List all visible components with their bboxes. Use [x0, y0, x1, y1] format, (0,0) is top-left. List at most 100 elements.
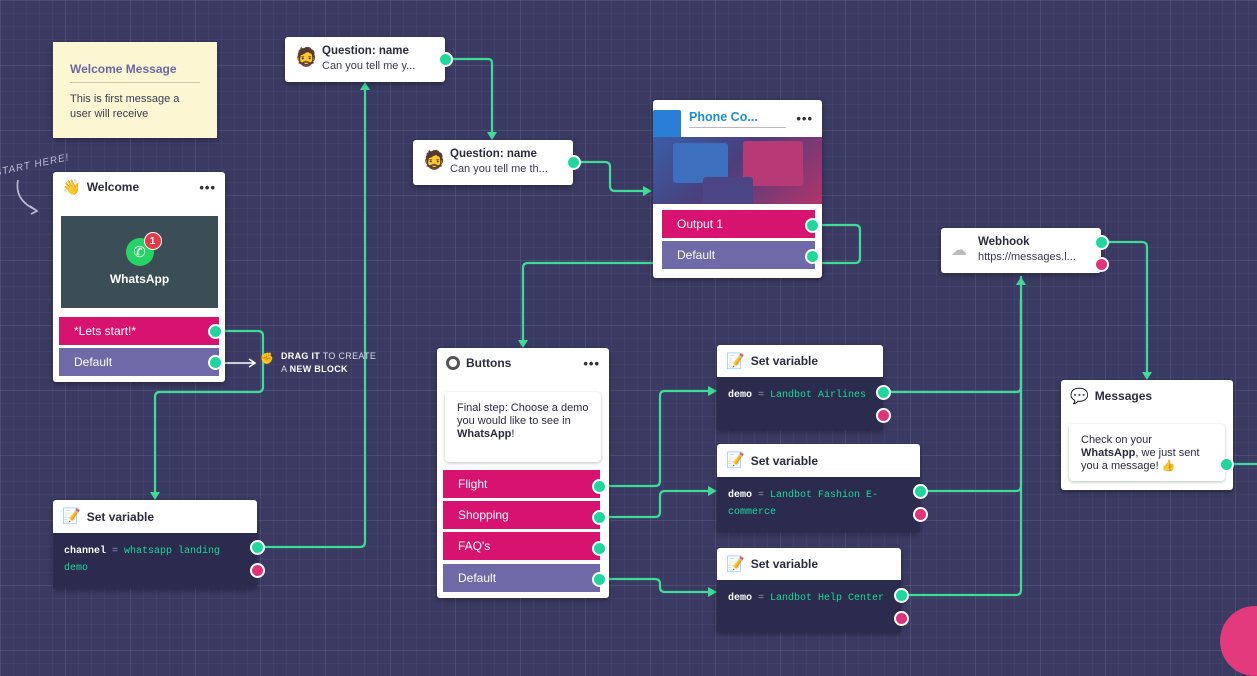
thumbs-up-icon: 👍: [1161, 460, 1176, 472]
output-connector[interactable]: [566, 155, 581, 170]
fail-connector[interactable]: [913, 507, 928, 522]
question-text: Can you tell me th...: [450, 163, 548, 175]
wire-q1-q2: [445, 57, 494, 137]
output-connector[interactable]: [592, 510, 607, 525]
welcome-sticky-note[interactable]: Welcome Message This is first message a …: [53, 42, 217, 138]
wire-phone-buttons: [521, 261, 655, 345]
output-connector[interactable]: [1219, 457, 1234, 472]
output-connector[interactable]: [913, 484, 928, 499]
set-variable-fashion-block[interactable]: 📝 Set variable demo = Landbot Fashion E-…: [717, 444, 920, 532]
option-flight[interactable]: Flight: [443, 470, 600, 498]
output-connector[interactable]: [805, 218, 820, 233]
wire-setvar1-webhook: [883, 276, 1023, 394]
buttons-title: Buttons: [466, 356, 512, 370]
phone-header: Phone Co... •••: [653, 100, 822, 137]
phone-output-1[interactable]: Output 1: [662, 210, 815, 238]
memo-icon: 📝: [726, 452, 745, 469]
option-shopping[interactable]: Shopping: [443, 501, 600, 529]
sticky-body: This is first message a user will receiv…: [70, 93, 180, 120]
question-name-block-1[interactable]: 🧔 Question: name Can you tell me y...: [285, 37, 445, 82]
wire-setvar2-webhook: [920, 300, 1023, 493]
phone-block[interactable]: Phone Co... ••• Output 1 Default: [653, 100, 822, 278]
phone-title: Phone Co...: [689, 110, 787, 128]
welcome-header: 👋 Welcome •••: [53, 172, 225, 202]
output-connector[interactable]: [208, 355, 223, 370]
fail-connector[interactable]: [876, 408, 891, 423]
speech-bubble-icon: 💬: [1070, 387, 1089, 405]
setvar-header: 📝 Set variable: [717, 548, 901, 580]
hand-icon: ✊: [260, 353, 274, 365]
set-variable-channel-block[interactable]: 📝 Set variable channel = whatsapp landin…: [53, 500, 257, 588]
cloud-icon: ☁: [951, 242, 967, 259]
setvar-expression: demo = Landbot Airlines: [717, 377, 883, 430]
setvar-header: 📝 Set variable: [717, 444, 920, 477]
button-circle-icon: [446, 356, 460, 370]
person-avatar-icon: 🧔: [423, 150, 446, 170]
start-here-arrow: [16, 179, 37, 211]
setvar-title: Set variable: [750, 453, 819, 468]
lego-banner-image: [653, 137, 822, 204]
whatsapp-label: WhatsApp: [109, 272, 170, 286]
messages-header: 💬 Messages: [1061, 380, 1233, 412]
memo-icon: 📝: [726, 555, 745, 573]
phone-menu-button[interactable]: •••: [796, 111, 813, 126]
fail-connector[interactable]: [250, 563, 265, 578]
lego-icon: [653, 110, 681, 138]
messages-title: Messages: [1094, 389, 1153, 403]
fail-connector[interactable]: [1094, 257, 1109, 272]
webhook-block[interactable]: ☁ Webhook https://messages.l...: [941, 228, 1101, 273]
setvar-expression: channel = whatsapp landing demo: [53, 533, 257, 588]
setvar-header: 📝 Set variable: [53, 500, 257, 533]
wire-setvar-q1: [257, 84, 367, 549]
question-title: Question: name: [322, 45, 409, 57]
buttons-message: Final step: Choose a demo you would like…: [445, 392, 601, 462]
fail-connector[interactable]: [894, 611, 909, 626]
welcome-menu-button[interactable]: •••: [199, 179, 216, 195]
output-connector[interactable]: [438, 52, 453, 67]
setvar-header: 📝 Set variable: [717, 345, 883, 377]
notification-badge: 1: [143, 232, 162, 250]
memo-icon: 📝: [62, 508, 81, 525]
buttons-menu-button[interactable]: •••: [583, 355, 600, 371]
output-connector[interactable]: [592, 541, 607, 556]
wire-q2-phone: [573, 160, 650, 193]
buttons-block[interactable]: Buttons ••• Final step: Choose a demo yo…: [437, 348, 609, 598]
whatsapp-banner: ✆ 1 WhatsApp: [61, 216, 218, 308]
output-connector[interactable]: [208, 324, 223, 339]
welcome-title: Welcome: [86, 180, 140, 194]
option-faqs[interactable]: FAQ's: [443, 532, 600, 560]
output-connector[interactable]: [592, 572, 607, 587]
webhook-title: Webhook: [978, 236, 1030, 248]
output-connector[interactable]: [894, 588, 909, 603]
question-title: Question: name: [450, 148, 537, 160]
set-variable-airlines-block[interactable]: 📝 Set variable demo = Landbot Airlines: [717, 345, 883, 430]
memo-icon: 📝: [726, 352, 745, 370]
wire-default-setvar3: [599, 577, 714, 594]
sticky-title: Welcome Message: [70, 62, 200, 83]
output-connector[interactable]: [876, 385, 891, 400]
setvar-expression: demo = Landbot Fashion E-commerce: [717, 477, 920, 532]
option-default[interactable]: Default: [443, 564, 600, 592]
set-variable-help-center-block[interactable]: 📝 Set variable demo = Landbot Help Cente…: [717, 548, 901, 632]
output-connector[interactable]: [805, 249, 820, 264]
person-avatar-icon: 🧔: [295, 47, 318, 67]
welcome-block[interactable]: 👋 Welcome ••• ✆ 1 WhatsApp *Lets start!*…: [53, 172, 225, 382]
output-connector[interactable]: [1094, 235, 1109, 250]
phone-output-default[interactable]: Default: [662, 241, 815, 269]
setvar-title: Set variable: [750, 354, 819, 368]
welcome-button-lets-start[interactable]: *Lets start!*: [59, 317, 219, 345]
setvar-expression: demo = Landbot Help Center: [717, 580, 901, 632]
whatsapp-icon: ✆ 1: [125, 232, 162, 266]
waving-hand-icon: 👋: [62, 178, 81, 196]
output-connector[interactable]: [592, 479, 607, 494]
setvar-title: Set variable: [750, 557, 819, 571]
welcome-button-default[interactable]: Default: [59, 348, 219, 376]
chat-launcher-button[interactable]: [1220, 606, 1257, 676]
output-connector[interactable]: [250, 540, 265, 555]
drag-hint: ✊ DRAG IT TO CREATE A NEW BLOCK: [260, 351, 377, 374]
question-text: Can you tell me y...: [322, 60, 416, 72]
wire-shopping-setvar2: [599, 489, 714, 519]
question-name-block-2[interactable]: 🧔 Question: name Can you tell me th...: [413, 140, 573, 185]
